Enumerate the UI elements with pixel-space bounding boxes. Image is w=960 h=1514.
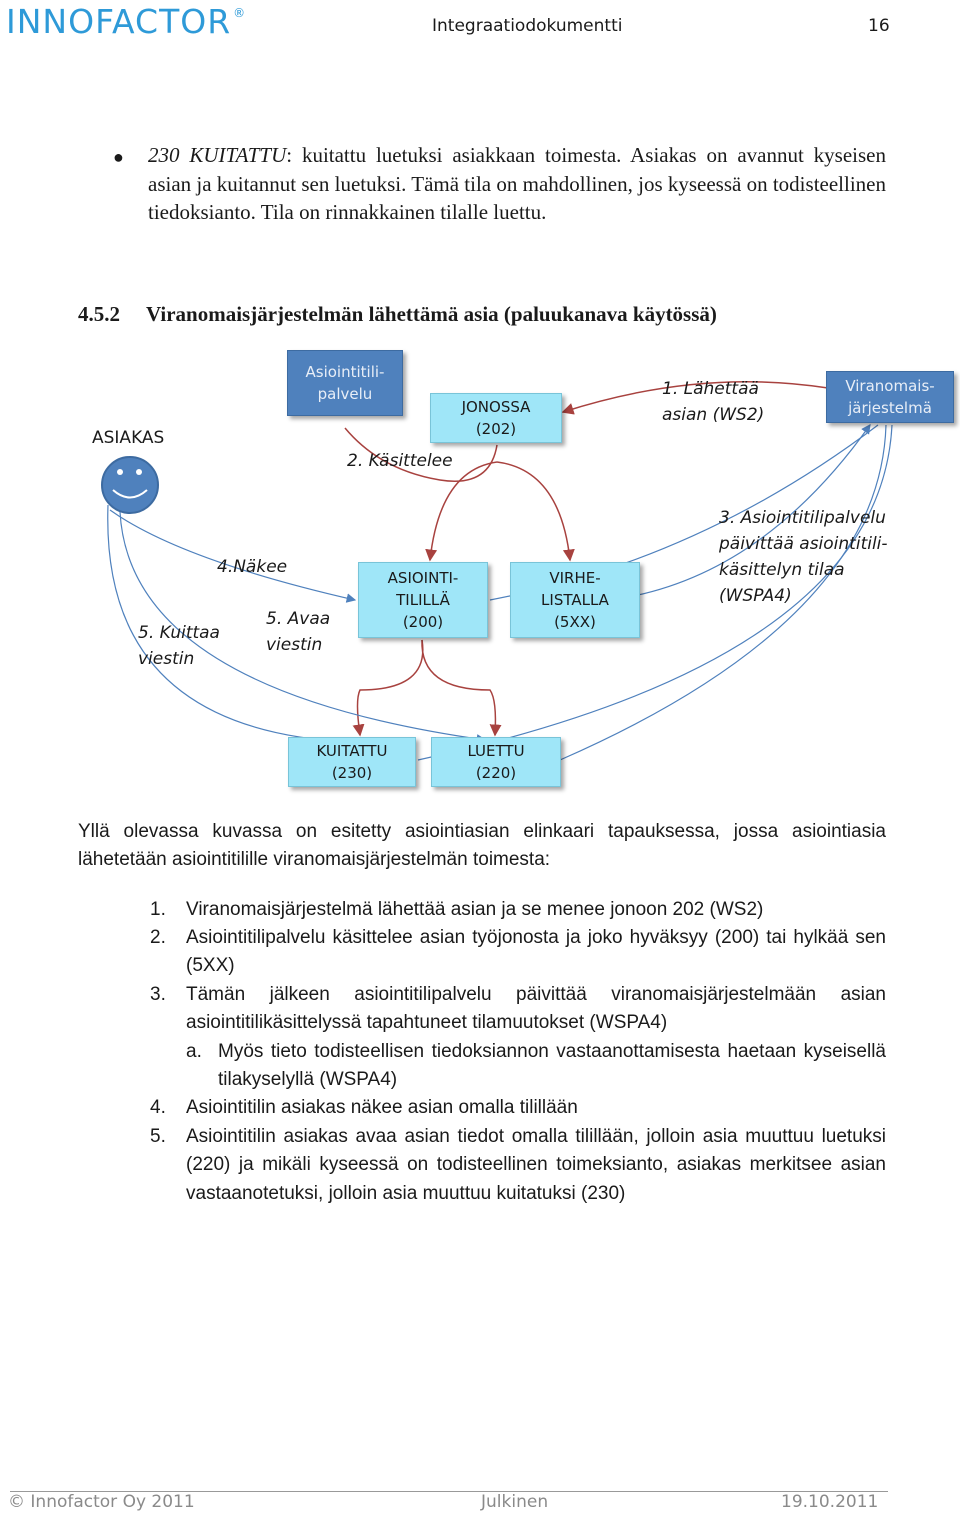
registered-mark: ® — [233, 6, 247, 20]
arrow-process — [344, 427, 498, 482]
footer-date: 19.10.2011 — [781, 1492, 879, 1512]
list-item-text: Asiointitilipalvelu käsittelee asian työ… — [186, 927, 886, 977]
label-step-4: 4.Näkee — [217, 557, 288, 577]
arrow-customer-opens — [119, 511, 487, 744]
section-title: Viranomaisjärjestelmän lähettämä asia (p… — [146, 302, 717, 326]
list-item-number: 3. — [150, 984, 166, 1005]
box-viranomaisjarjestelma: Viranomais- järjestelmä — [826, 371, 954, 423]
bullet-icon: ● — [113, 147, 124, 167]
document-title: Integraatiodokumentti — [432, 16, 623, 36]
arrow-customer-confirms — [107, 504, 352, 747]
arrow-status-luettu — [559, 424, 887, 761]
bullet-paragraph: 230 KUITATTU: kuitattu luetuksi asiakkaa… — [148, 141, 886, 227]
list-subitem-text: Myös tieto todisteellisen tiedoksiannon … — [218, 1041, 886, 1091]
box-jonossa: JONOSSA (202) — [430, 393, 562, 443]
box-virhelistalla: VIRHE- LISTALLA (5XX) — [510, 562, 640, 638]
section-number: 4.5.2 — [78, 302, 120, 326]
bullet-text: : kuitattu luetuksi asiakkaan toimesta. … — [148, 143, 886, 224]
footer-copyright: © Innofactor Oy 2011 — [8, 1492, 195, 1512]
box-asiointitilipalvelu: Asiointitili- palvelu — [287, 350, 403, 416]
arrow-to-asiointitili — [425, 461, 498, 562]
box-asiointitililla: ASIOINTI- TILILLÄ (200) — [358, 562, 488, 638]
list-item-number: 5. — [150, 1126, 166, 1147]
arrow-to-luettu — [421, 639, 502, 737]
smiley-icon — [101, 456, 159, 514]
arrow-status-kuitattu — [417, 424, 893, 761]
diagram-description: Yllä olevassa kuvassa on esitetty asioin… — [78, 821, 886, 870]
arrow-send — [561, 381, 829, 415]
box-kuitattu: KUITATTU (230) — [288, 737, 416, 787]
label-step-2: 2. Käsittelee — [347, 451, 453, 471]
asiakas-label: ASIAKAS — [92, 428, 165, 448]
arrow-to-virhelista — [496, 461, 575, 562]
label-step-5-confirm: 5. Kuittaa viestin — [138, 623, 220, 669]
list-item-text: Tämän jälkeen asiointitilipalvelu päivit… — [186, 984, 886, 1034]
arrow-customer-sees — [109, 509, 357, 603]
box-luettu: LUETTU (220) — [431, 737, 561, 787]
label-step-3: 3. Asiointitilipalvelu päivittää asioint… — [719, 508, 888, 606]
list-item-number: 2. — [150, 927, 166, 948]
logo-text: INNOFACTOR — [6, 2, 232, 41]
label-step-5-open: 5. Avaa viestin — [266, 609, 331, 655]
footer-divider — [10, 1491, 888, 1492]
company-logo: INNOFACTOR® — [6, 2, 246, 41]
arrow-status-virhe — [609, 424, 871, 601]
footer-classification: Julkinen — [481, 1492, 549, 1512]
list-item-text: Viranomaisjärjestelmä lähettää asian ja … — [186, 899, 764, 920]
label-step-1: 1. Lähettää asian (WS2) — [662, 379, 765, 425]
arrow-to-kuitattu — [352, 639, 424, 737]
list-item-number: 4. — [150, 1097, 166, 1118]
page-number: 16 — [868, 16, 890, 36]
list-item-text: Asiointitilin asiakas avaa asian tiedot … — [186, 1126, 886, 1204]
list-item-number: 1. — [150, 899, 166, 920]
list-item-text: Asiointitilin asiakas näkee asian omalla… — [186, 1097, 578, 1118]
list-subitem-letter: a. — [186, 1041, 202, 1062]
bullet-term: 230 KUITATTU — [148, 143, 287, 167]
